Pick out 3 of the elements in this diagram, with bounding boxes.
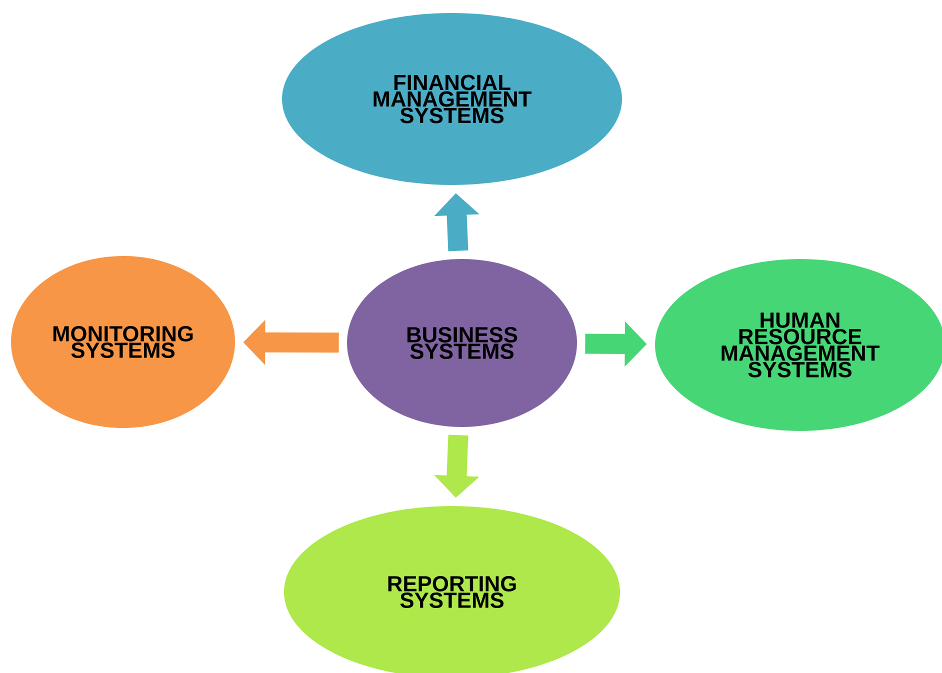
oval-node: MONITORING SYSTEMS [11, 256, 235, 428]
oval-node: BUSINESS SYSTEMS [347, 259, 577, 427]
oval-node: FINANCIAL MANAGEMENT SYSTEMS [282, 13, 622, 185]
